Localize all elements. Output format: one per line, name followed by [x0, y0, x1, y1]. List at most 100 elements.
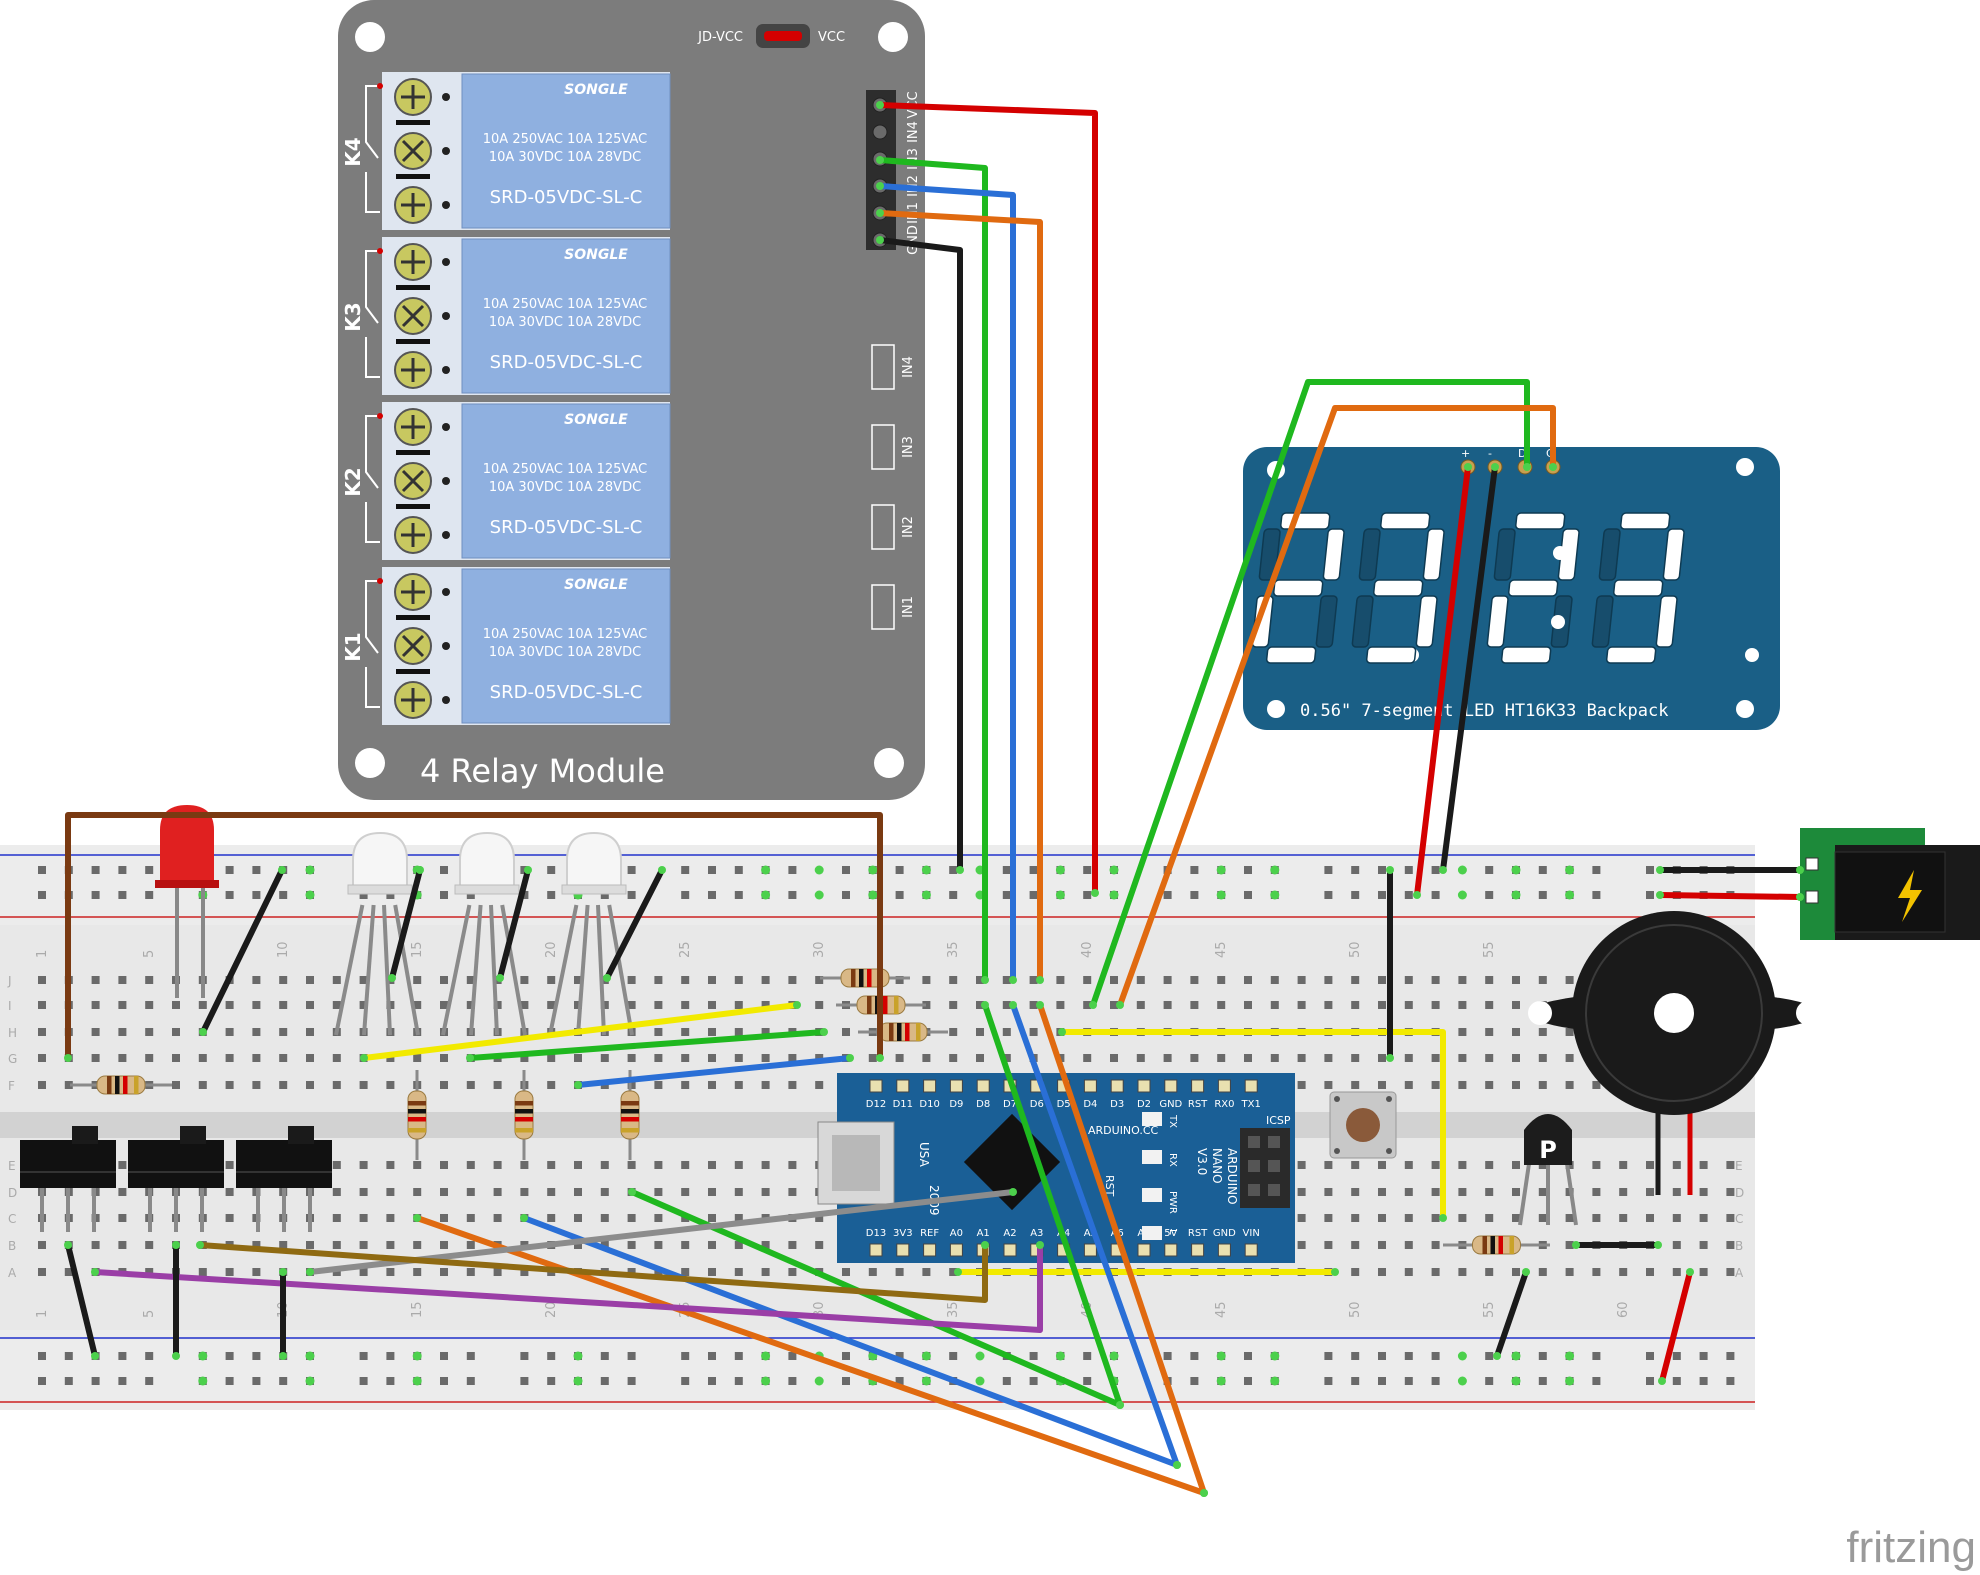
color-band — [867, 969, 872, 987]
bb-hole — [734, 1028, 743, 1036]
terminal-plus-icon — [401, 415, 425, 439]
segment-c — [1415, 595, 1438, 648]
bb-hole — [868, 1268, 877, 1276]
wire-end — [1796, 893, 1804, 901]
relay-spec: 10A 30VDC 10A 28VDC — [489, 150, 641, 165]
bb-hole — [172, 1001, 180, 1009]
bb-hole — [1431, 1268, 1440, 1276]
relay-spec: 10A 30VDC 10A 28VDC — [489, 645, 641, 660]
relay-model: SRD-05VDC-SL-C — [490, 187, 643, 208]
icsp-pin — [1248, 1136, 1260, 1148]
connected-hole — [305, 1376, 315, 1386]
column-number: 15 — [410, 1301, 425, 1318]
nano-pin-label: 5V — [1164, 1228, 1177, 1239]
connected-hole — [1457, 1376, 1467, 1386]
wire-end — [199, 1028, 207, 1036]
rail-hole — [440, 1377, 448, 1385]
rail-hole — [252, 866, 261, 874]
row-letter: A — [8, 1266, 17, 1280]
bb-hole — [1404, 1268, 1413, 1276]
bb-hole — [1217, 976, 1226, 984]
rail-hole — [1324, 1377, 1333, 1385]
terminal-dot — [442, 588, 450, 596]
bb-hole — [681, 976, 690, 984]
terminal-plus-icon — [401, 688, 425, 712]
bb-hole — [868, 1054, 877, 1062]
segment-g — [1273, 579, 1324, 597]
column-number: 35 — [946, 941, 961, 958]
rail-hole — [788, 866, 797, 874]
wire-end — [876, 156, 884, 164]
row-letter: J — [7, 974, 12, 988]
bb-hole — [1646, 1214, 1654, 1222]
rail-hole — [1726, 1377, 1735, 1385]
row-letter: H — [8, 1026, 17, 1040]
rgb-led — [441, 831, 527, 1036]
bb-hole — [600, 1241, 609, 1249]
column-number: 50 — [1348, 1301, 1363, 1318]
bb-hole — [976, 976, 984, 984]
connected-hole — [1109, 1351, 1119, 1361]
rail-hole — [225, 1352, 234, 1360]
bb-hole — [1190, 1001, 1199, 1009]
bb-hole — [1512, 1054, 1520, 1062]
nano-pin-label: 3V3 — [893, 1228, 913, 1239]
bb-hole — [1163, 1001, 1172, 1009]
bb-hole — [225, 1001, 234, 1009]
rail-hole — [1592, 891, 1601, 899]
bb-hole — [306, 1054, 314, 1062]
dc-power-jack — [1800, 828, 1980, 940]
bb-hole — [708, 1214, 716, 1222]
rail-hole — [842, 1352, 850, 1360]
nano-pin — [1244, 1079, 1258, 1093]
column-number: 55 — [1482, 1301, 1497, 1318]
relay-id: K1 — [341, 632, 365, 661]
rail-hole — [359, 1352, 368, 1360]
bb-hole — [225, 1161, 234, 1169]
led-rim — [155, 880, 219, 888]
rail-hole — [118, 1352, 127, 1360]
bb-hole — [1592, 1268, 1601, 1276]
bb-hole — [332, 1188, 341, 1196]
wire-long-blue-2 — [521, 1215, 1180, 1468]
mount-hole — [1736, 700, 1754, 718]
led-leg — [393, 904, 420, 1036]
rail-hole — [440, 866, 448, 874]
connected-hole — [1270, 890, 1280, 900]
wire-long-green — [982, 1002, 1123, 1408]
rail-hole — [627, 1377, 636, 1385]
nano-status-led — [1142, 1112, 1162, 1126]
bb-hole — [600, 1214, 609, 1222]
nano-pin-label: GND — [1159, 1099, 1182, 1110]
bb-hole — [38, 976, 46, 984]
nano-pin-label: D3 — [1110, 1099, 1124, 1110]
relay-id: K3 — [341, 302, 365, 331]
bb-hole — [38, 1268, 46, 1276]
column-number: 40 — [1080, 941, 1095, 958]
bb-hole — [1512, 1188, 1520, 1196]
bb-hole — [118, 1161, 127, 1169]
bb-hole — [1404, 1188, 1413, 1196]
bb-hole — [1297, 1214, 1306, 1222]
bb-hole — [145, 1241, 154, 1249]
terminal-dot — [442, 93, 450, 101]
bb-hole — [306, 1001, 314, 1009]
led-leg — [469, 904, 483, 1036]
connected-hole — [1270, 865, 1280, 875]
rail-hole — [600, 1352, 609, 1360]
bb-hole — [225, 1188, 234, 1196]
rail-hole — [1404, 866, 1413, 874]
bb-hole — [332, 1054, 341, 1062]
bb-hole — [279, 976, 288, 984]
bb-hole — [681, 1054, 690, 1062]
rail-hole — [91, 891, 100, 899]
connected-hole — [1565, 1351, 1575, 1361]
wire-end — [524, 866, 532, 874]
bb-hole — [118, 1188, 127, 1196]
bb-hole — [547, 976, 556, 984]
bb-hole — [1270, 1054, 1279, 1062]
bb-hole — [91, 1001, 100, 1009]
icsp-pin — [1268, 1184, 1280, 1196]
button-pin — [1334, 1148, 1340, 1154]
